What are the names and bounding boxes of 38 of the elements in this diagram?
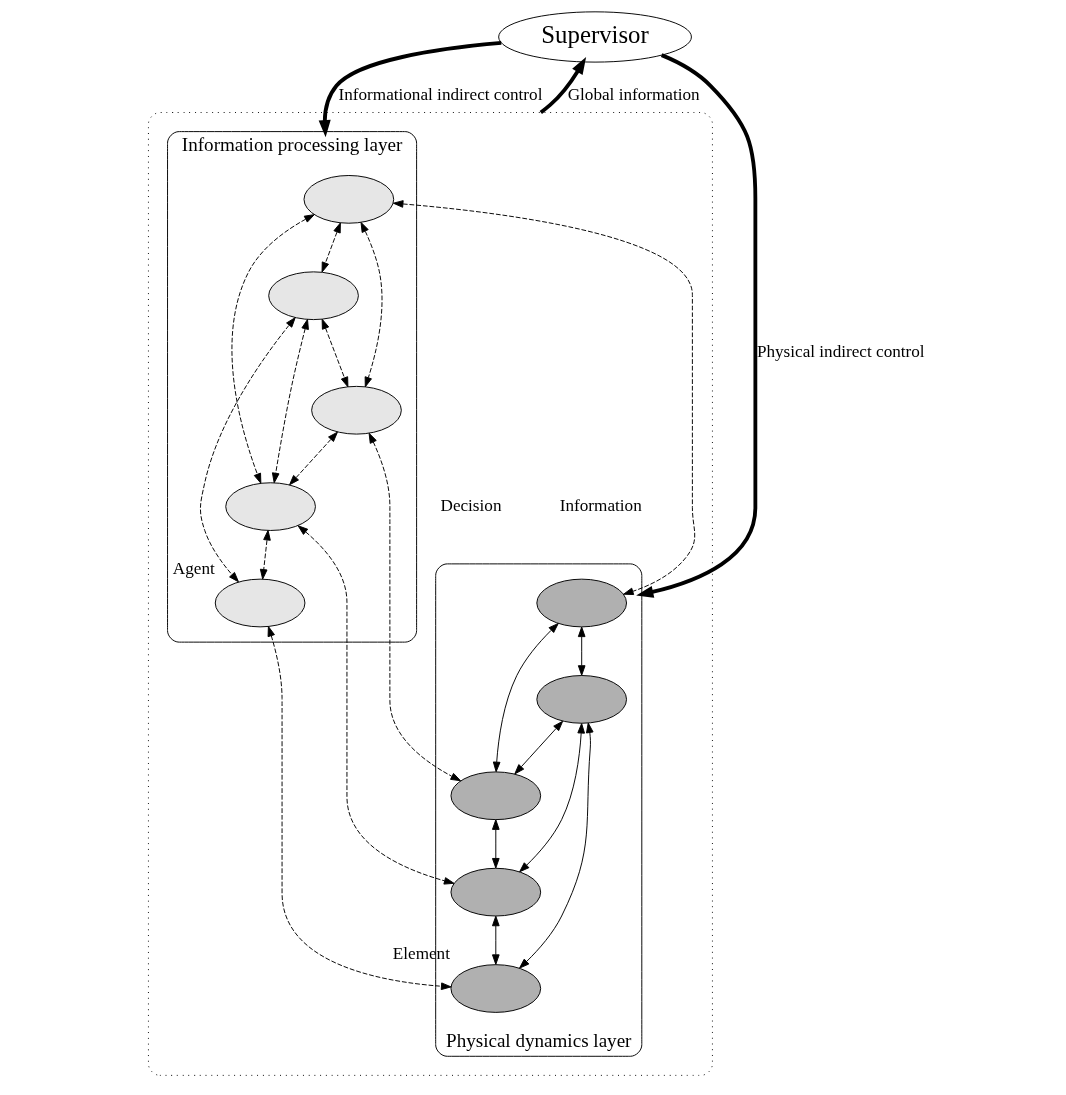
arrow <box>297 525 454 885</box>
label: Information <box>559 495 642 515</box>
cluster <box>147 112 713 1076</box>
label: Decision <box>440 495 501 515</box>
arrow <box>199 317 296 583</box>
arrow <box>360 221 382 388</box>
arrow <box>321 222 341 273</box>
arrow <box>392 200 695 596</box>
arrow <box>539 57 586 114</box>
arrow <box>492 623 559 773</box>
arrow <box>491 915 500 965</box>
arrow <box>259 529 271 580</box>
arrow <box>518 722 594 969</box>
node-ellipse <box>310 385 402 435</box>
node-ellipse <box>214 578 305 628</box>
arrow <box>368 432 461 782</box>
arrow <box>271 318 309 484</box>
node-ellipse <box>224 482 316 531</box>
arrow <box>267 626 451 991</box>
arrow <box>321 318 348 388</box>
node-label: Agent <box>172 558 215 578</box>
node-ellipse <box>267 271 359 321</box>
arrow <box>318 41 501 138</box>
node-ellipse <box>450 867 541 917</box>
node-ellipse <box>450 964 541 1013</box>
arrow <box>491 819 500 869</box>
node-ellipse <box>535 578 627 628</box>
arrow <box>518 723 585 873</box>
arrow <box>577 626 585 676</box>
edge-label: Physical indirect control <box>756 342 925 362</box>
arrow <box>231 214 315 484</box>
node-ellipse: Supervisor <box>497 11 692 63</box>
arrow <box>288 431 338 486</box>
arrow <box>513 720 563 775</box>
edge-label: Global information <box>567 84 700 104</box>
node-ellipse <box>535 675 627 724</box>
edge-label: Informational indirect control <box>338 84 542 104</box>
arrow <box>635 53 757 598</box>
